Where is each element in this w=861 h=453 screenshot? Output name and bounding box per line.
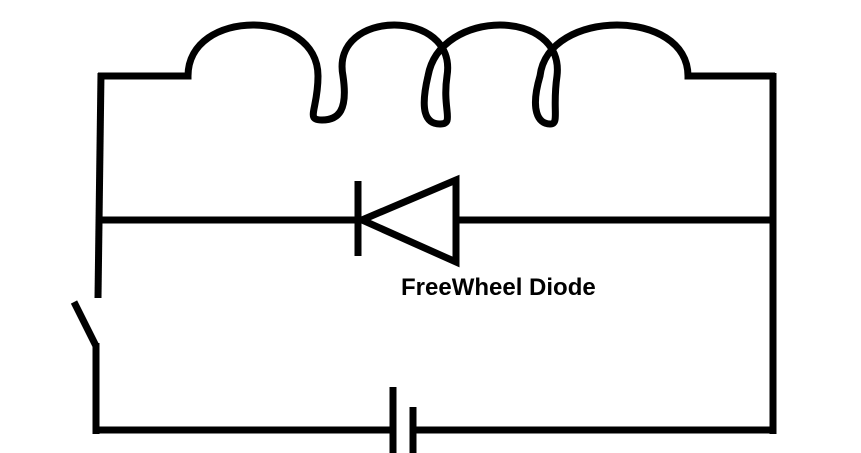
left-wire-upper: [94, 72, 105, 299]
inductor-coil: [98, 21, 775, 128]
inductor: [98, 21, 775, 128]
diode-triangle: [353, 174, 460, 268]
battery: [389, 387, 417, 453]
switch-blade: [70, 300, 100, 348]
diode-label: FreeWheel Diode: [401, 274, 596, 301]
freewheel-diode: [353, 174, 460, 268]
